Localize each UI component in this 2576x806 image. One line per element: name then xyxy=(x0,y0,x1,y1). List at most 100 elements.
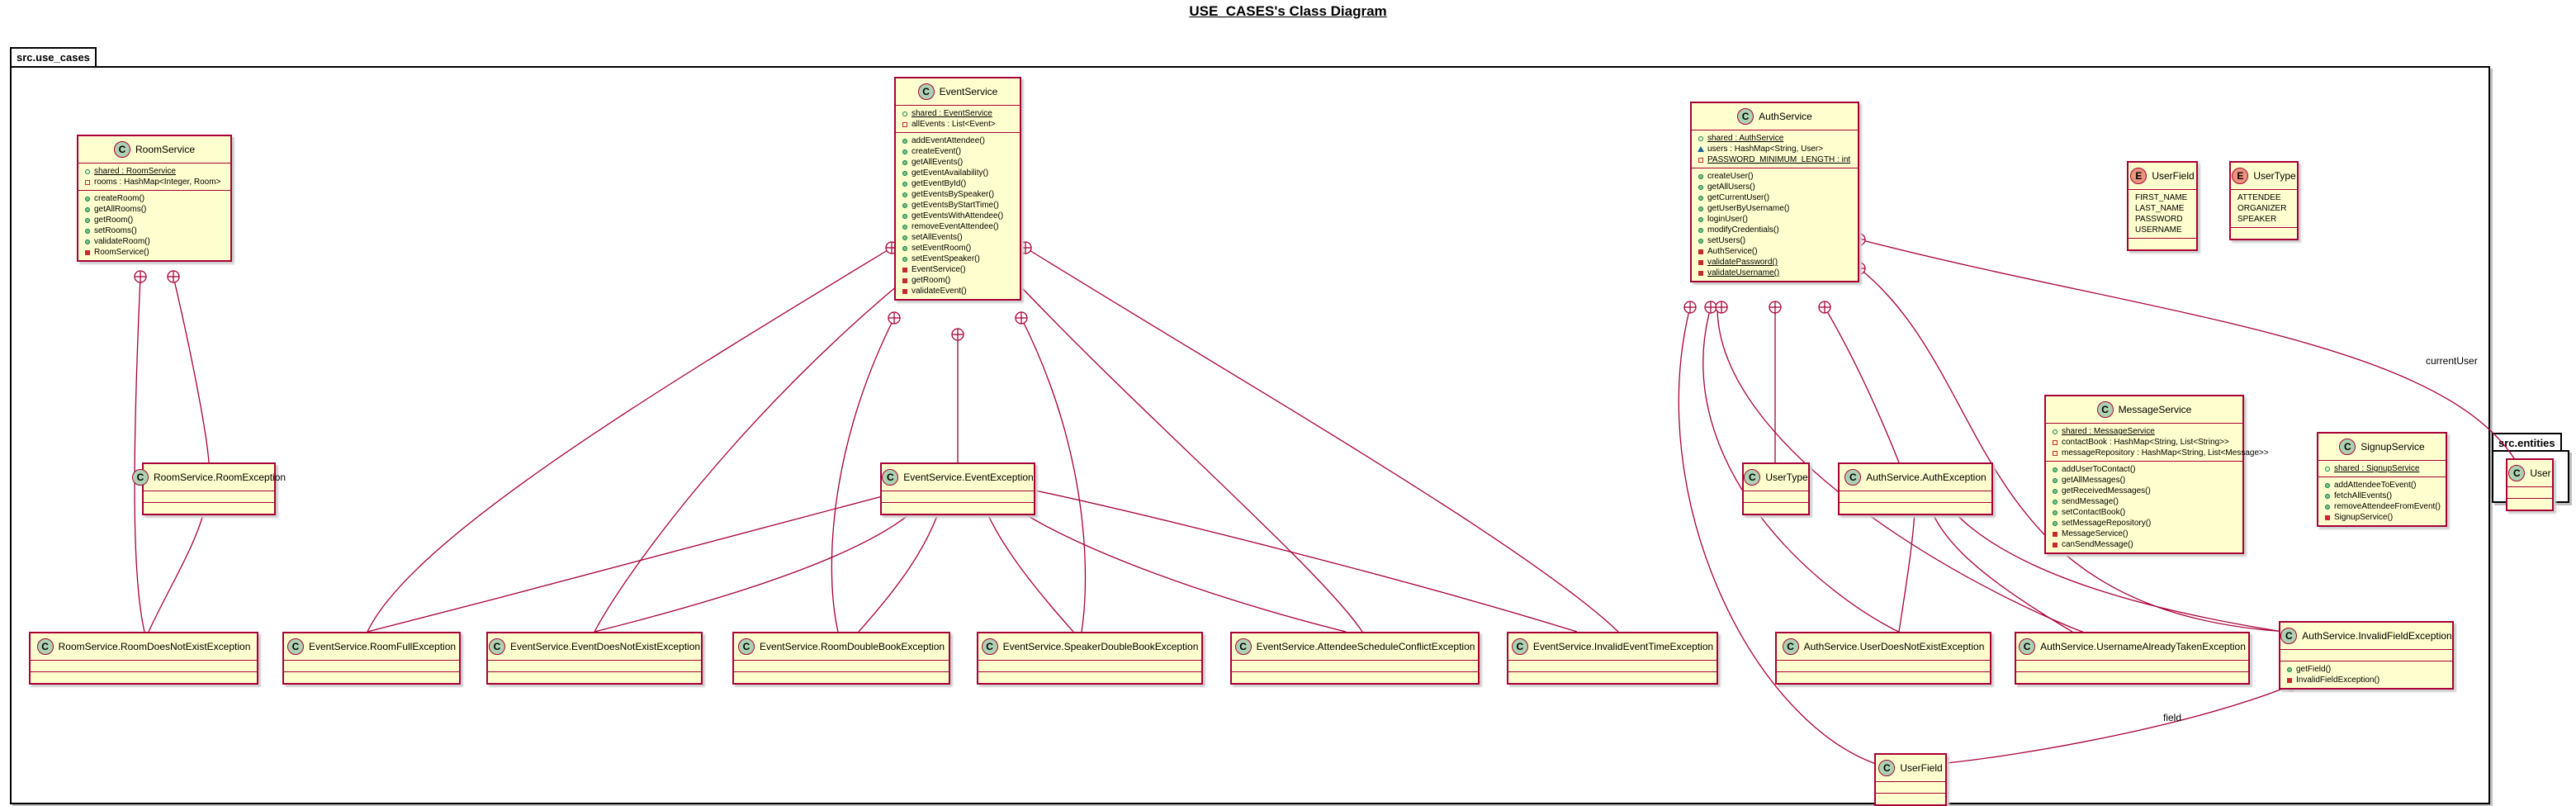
methods-section xyxy=(882,502,1034,514)
inherit-invalid xyxy=(1020,487,1578,633)
pubm-visibility-icon xyxy=(2051,499,2058,505)
enum-value: SPEAKER xyxy=(2237,215,2277,224)
methods-section: getField() InvalidFieldException() xyxy=(2280,661,2452,688)
member-row: getAllUsers() xyxy=(1697,182,1854,192)
member-row: removeAttendeeFromEvent() xyxy=(2323,501,2442,512)
member-row: users : HashMap<String, User> xyxy=(1697,144,1854,154)
class-icon: C xyxy=(737,638,755,655)
priv-visibility-icon xyxy=(901,121,908,127)
methods-section xyxy=(1744,502,1808,514)
member-text: getAllEvents() xyxy=(912,158,964,167)
member-row: setUsers() xyxy=(1697,235,1854,246)
member-text: removeEventAttendee() xyxy=(912,222,999,231)
member-text: rooms : HashMap<Integer, Room> xyxy=(94,178,221,187)
member-row: shared : AuthService xyxy=(1697,133,1854,144)
class-name: AuthService.UsernameAlreadyTakenExceptio… xyxy=(2040,640,2246,652)
pubm-visibility-icon xyxy=(1697,195,1704,201)
link-event-nested-speakerdbl xyxy=(1020,317,1087,633)
methods-section xyxy=(1777,671,1990,683)
class-icon: C xyxy=(2339,439,2356,455)
member-row: validatePassword() xyxy=(1697,257,1854,268)
member-row: sendMessage() xyxy=(2051,496,2239,507)
class-name: EventService.EventException xyxy=(903,471,1034,483)
methods-section: createUser()getAllUsers()getCurrentUser(… xyxy=(1692,168,1858,281)
member-text: fetchAllEvents() xyxy=(2334,491,2393,500)
member-row: validateRoom() xyxy=(83,236,227,247)
pubm-visibility-icon xyxy=(901,170,908,176)
member-row: getEventById() xyxy=(901,178,1016,189)
member-row: SignupService() xyxy=(2323,512,2442,523)
pubm-visibility-icon xyxy=(1697,238,1704,244)
pubm-visibility-icon xyxy=(901,192,908,197)
member-text: shared : AuthService xyxy=(1707,134,1784,143)
pubm-visibility-icon xyxy=(901,159,908,165)
member-row: AuthService() xyxy=(1697,246,1854,257)
class-name: EventService.AttendeeScheduleConflictExc… xyxy=(1256,640,1475,652)
member-text: getField() xyxy=(2296,665,2332,674)
methods-section: addAttendeeToEvent()fetchAllEvents()remo… xyxy=(2318,476,2446,525)
member-row: getEventsByStartTime() xyxy=(901,200,1016,211)
member-row: getEventAvailability() xyxy=(901,168,1016,178)
member-text: createEvent() xyxy=(912,147,962,156)
member-text: InvalidFieldException() xyxy=(2296,676,2380,685)
priv-visibility-icon xyxy=(1697,157,1704,163)
class-icon: C xyxy=(2019,638,2036,655)
member-row: getReceivedMessages() xyxy=(2051,486,2239,496)
member-text: contactBook : HashMap<String, List<Strin… xyxy=(2062,438,2229,447)
member-text: canSendMessage() xyxy=(2062,540,2133,549)
class-icon: C xyxy=(1878,760,1896,776)
member-row: shared : MessageService xyxy=(2051,426,2239,437)
fields-section xyxy=(1744,491,1808,502)
pubm-visibility-icon xyxy=(901,213,908,219)
fields-section xyxy=(488,660,701,671)
class-icon: C xyxy=(488,638,505,655)
fields-section xyxy=(31,660,257,671)
member-row: loginUser() xyxy=(1697,214,1854,225)
member-text: allEvents : List<Event> xyxy=(912,120,996,129)
fields-section xyxy=(1232,660,1478,671)
pubm-visibility-icon xyxy=(901,224,908,230)
member-text: shared : SignupService xyxy=(2334,464,2420,473)
class-icon: C xyxy=(1744,469,1761,486)
privm-visibility-icon xyxy=(901,267,908,273)
member-row: setEventRoom() xyxy=(901,243,1016,254)
link-room-nested-1 xyxy=(134,276,145,633)
methods-section xyxy=(1508,671,1717,683)
class-username-already-taken-exception[interactable]: C AuthService.UsernameAlreadyTakenExcepti… xyxy=(2015,632,2250,685)
member-text: getRoom() xyxy=(912,276,951,285)
class-icon: C xyxy=(36,638,54,655)
fields-section xyxy=(284,660,459,671)
member-row: InvalidFieldException() xyxy=(2285,675,2449,685)
class-name: EventService.RoomFullException xyxy=(308,640,457,652)
member-row: createRoom() xyxy=(83,193,227,204)
class-name: AuthService.AuthException xyxy=(1866,471,1986,483)
